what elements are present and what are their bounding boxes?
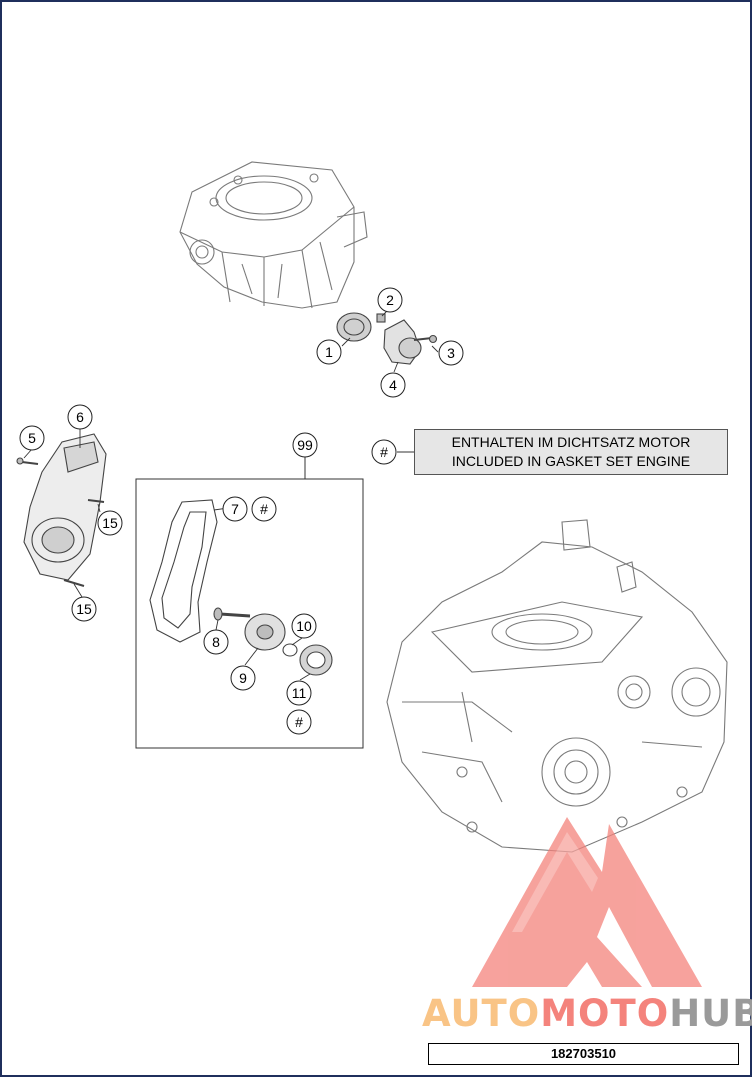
callout-4: 4	[380, 372, 406, 398]
callouts: 1 2 3 4 5 6 15 15 99 7 # 8 9 10 11 # #	[19, 287, 464, 735]
note-line-english: INCLUDED IN GASKET SET ENGINE	[451, 453, 691, 469]
svg-text:8: 8	[212, 634, 220, 650]
callout-hash-11: #	[286, 709, 312, 735]
pump-gasket-part	[149, 499, 218, 643]
callout-15-lower: 15	[71, 596, 97, 622]
callout-8: 8	[203, 629, 229, 655]
gasket-set-note: ENTHALTEN IM DICHTSATZ MOTOR INCLUDED IN…	[414, 429, 728, 475]
callout-7: 7	[222, 496, 248, 522]
crankcase-part	[386, 519, 728, 853]
water-pump-cover-part	[16, 433, 107, 587]
impeller-shaft-parts	[213, 607, 333, 676]
svg-text:1: 1	[325, 344, 333, 360]
svg-text:7: 7	[231, 501, 239, 517]
svg-text:#: #	[295, 714, 303, 730]
callout-99: 99	[292, 432, 318, 458]
callout-6: 6	[67, 404, 93, 430]
svg-text:15: 15	[76, 601, 92, 617]
svg-text:11: 11	[292, 685, 307, 701]
callout-3: 3	[438, 340, 464, 366]
callout-11: 11	[286, 680, 312, 706]
svg-text:4: 4	[389, 377, 397, 393]
brand-part-hub: HUB	[669, 992, 752, 1035]
brand-part-moto: MOTO	[540, 992, 670, 1035]
kit-frame	[135, 478, 364, 749]
note-line-german: ENTHALTEN IM DICHTSATZ MOTOR	[451, 434, 691, 450]
svg-text:6: 6	[76, 409, 84, 425]
callout-9: 9	[230, 665, 256, 691]
svg-text:5: 5	[28, 430, 36, 446]
svg-text:#: #	[260, 501, 268, 517]
watermark-logo-icon	[472, 817, 702, 987]
svg-text:15: 15	[102, 515, 118, 531]
callout-1: 1	[316, 339, 342, 365]
callout-15-upper: 15	[97, 510, 123, 536]
callout-5: 5	[19, 425, 45, 451]
svg-text:99: 99	[297, 437, 313, 453]
brand-part-auto: AUTO	[422, 992, 541, 1035]
figure-id-box: 182703510	[428, 1043, 739, 1065]
thermostat-parts	[336, 312, 438, 365]
svg-text:3: 3	[447, 345, 455, 361]
figure-id: 182703510	[550, 1046, 617, 1061]
callout-2: 2	[377, 287, 403, 313]
cylinder-part	[179, 161, 368, 309]
callout-10: 10	[291, 613, 317, 639]
watermark-brand-text: AUTOMOTOHUB	[422, 992, 752, 1035]
callout-hash-7: #	[251, 496, 277, 522]
svg-text:9: 9	[239, 670, 247, 686]
callout-hash-note: #	[371, 439, 397, 465]
svg-text:2: 2	[386, 292, 394, 308]
svg-text:10: 10	[296, 618, 312, 634]
svg-text:#: #	[380, 444, 388, 460]
